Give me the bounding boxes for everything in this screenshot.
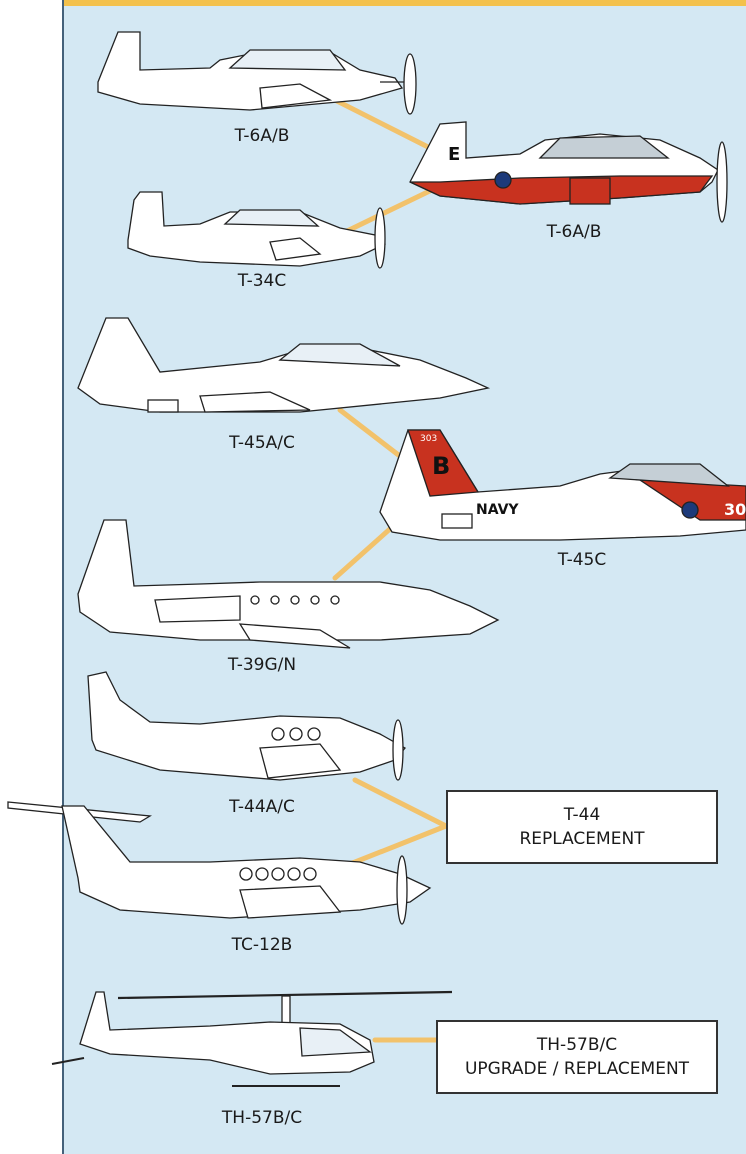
tail-number-t45: 303: [420, 434, 438, 444]
aircraft-tc12b: [7, 801, 432, 925]
label-th57bc: TH-57B/C: [221, 1108, 303, 1128]
tail-letter-t45: B: [432, 452, 451, 480]
tail-letter-t6: E: [448, 144, 461, 165]
aircraft-th57bc: [51, 990, 453, 1087]
label-t44ac: T-44A/C: [229, 797, 295, 817]
label-t45c: T-45C: [557, 550, 607, 570]
connector-line: [337, 823, 449, 871]
connector-line: [352, 777, 449, 829]
label-tc12b: TC-12B: [231, 935, 293, 955]
th57-upgrade-box: TH-57B/C UPGRADE / REPLACEMENT: [436, 1020, 718, 1094]
aircraft-t39gn: [77, 519, 500, 649]
nose-number-t45: 30: [724, 500, 746, 519]
navy-text-t45: NAVY: [476, 502, 519, 518]
connector-line: [342, 183, 443, 235]
label-t34c: T-34C: [237, 271, 287, 291]
label-t6ab-white: T-6A/B: [234, 126, 290, 146]
t44-replacement-box: T-44 REPLACEMENT: [446, 790, 718, 864]
connector-line: [332, 517, 403, 581]
th57-box-line2: UPGRADE / REPLACEMENT: [464, 1059, 690, 1079]
label-t39gn: T-39G/N: [227, 655, 297, 675]
aircraft-t45ac: [77, 317, 491, 413]
aircraft-t34c: [127, 191, 386, 269]
aircraft-t44ac: [87, 671, 407, 781]
label-t45ac: T-45A/C: [229, 433, 295, 453]
t44-box-line1: T-44: [563, 805, 601, 825]
aircraft-t45c: [379, 429, 746, 541]
connector-line: [332, 97, 433, 151]
label-t6ab-navy: T-6A/B: [546, 222, 602, 242]
aircraft-t6ab-white: [97, 31, 417, 115]
aircraft-t6ab-navy: [409, 121, 728, 223]
th57-box-line1: TH-57B/C: [536, 1035, 618, 1055]
t44-box-line2: REPLACEMENT: [519, 829, 645, 849]
